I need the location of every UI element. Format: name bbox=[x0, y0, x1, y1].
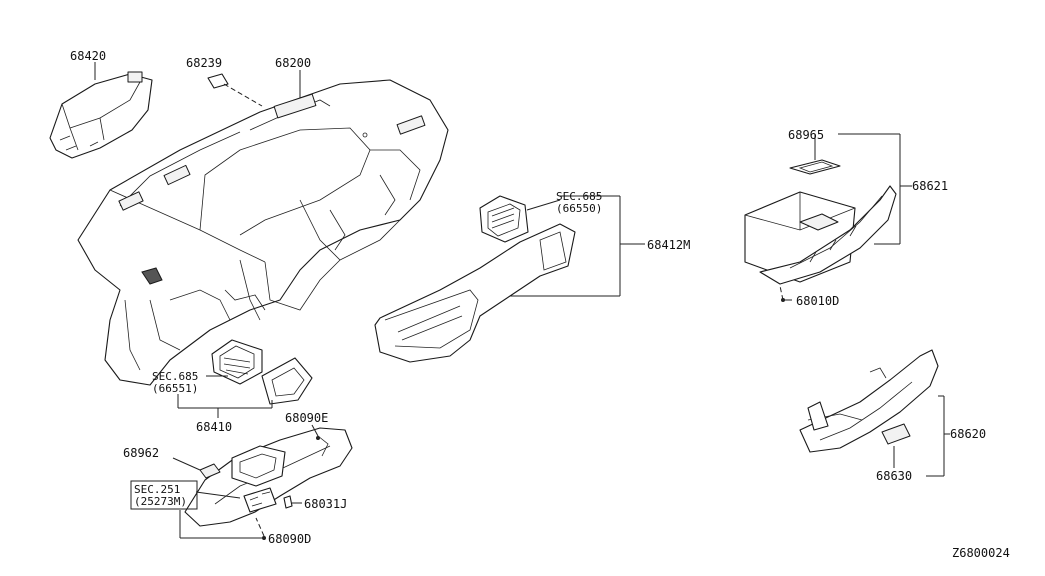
label-68090e: 68090E bbox=[285, 411, 328, 425]
plate-68239-drawing bbox=[207, 73, 229, 89]
label-sec251-line1: SEC.251 bbox=[134, 483, 180, 496]
label-68090d: 68090D bbox=[268, 532, 311, 546]
label-68031j: 68031J bbox=[304, 497, 347, 511]
label-68420: 68420 bbox=[70, 49, 106, 63]
label-68239: 68239 bbox=[186, 56, 222, 70]
label-68962: 68962 bbox=[123, 446, 159, 460]
console-box-drawing bbox=[744, 159, 897, 285]
meter-hood-drawing bbox=[49, 71, 153, 159]
sec251-box bbox=[130, 480, 198, 510]
lower-panel-drawing bbox=[184, 427, 353, 527]
clip-68031j bbox=[283, 495, 293, 509]
instrument-panel-drawing bbox=[77, 79, 449, 386]
label-68200: 68200 bbox=[275, 56, 311, 70]
diagram-id: Z6800024 bbox=[952, 546, 1010, 560]
leader-68962 bbox=[172, 457, 201, 471]
label-68621: 68621 bbox=[912, 179, 948, 193]
leader-68090e bbox=[311, 424, 319, 437]
vent-68410-drawing bbox=[211, 339, 313, 405]
console-cover-drawing bbox=[799, 349, 939, 453]
label-68965: 68965 bbox=[788, 128, 824, 142]
leader-68239 bbox=[223, 83, 263, 107]
label-68010d: 68010D bbox=[796, 294, 839, 308]
label-sec685-b-line1: SEC.685 bbox=[152, 370, 198, 383]
label-sec251-line2: (25273M) bbox=[134, 495, 187, 508]
label-sec685-a-line1: SEC.685 bbox=[556, 190, 602, 203]
label-68620: 68620 bbox=[950, 427, 986, 441]
label-68412m: 68412M bbox=[647, 238, 690, 252]
label-sec685-b-line2: (66551) bbox=[152, 382, 198, 395]
label-sec685-a-line2: (66550) bbox=[556, 202, 602, 215]
dash-trim-68412m-drawing bbox=[374, 195, 576, 363]
label-68410: 68410 bbox=[196, 420, 232, 434]
leader-sec251 bbox=[195, 491, 241, 499]
label-68630: 68630 bbox=[876, 469, 912, 483]
